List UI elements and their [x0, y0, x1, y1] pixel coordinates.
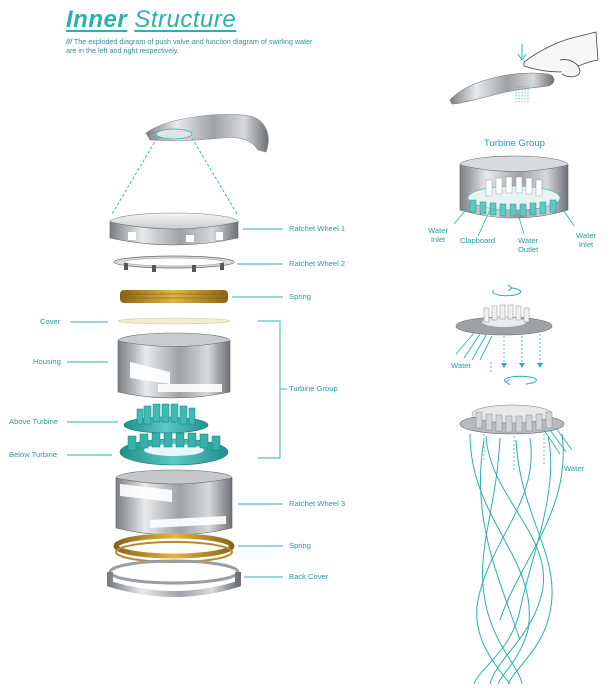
- ratchet-wheel-1: [110, 213, 238, 245]
- rotation-arrow-bottom: [504, 376, 536, 385]
- turbine-group-illustration: [454, 156, 574, 236]
- label-cover: Cover: [40, 317, 60, 326]
- leader-lines-right: [232, 229, 287, 577]
- water-dashed-down: [484, 434, 544, 470]
- label-clapboard: Clapboard: [460, 236, 495, 245]
- label-water-inlet-right: Water Inlet: [576, 231, 596, 249]
- label-above-turbine: Above Turbine: [9, 417, 58, 426]
- label-below-turbine: Below Turbine: [9, 450, 57, 459]
- hand-pressing-faucet: [450, 32, 598, 104]
- ratchet-wheel-2: [114, 256, 234, 272]
- cover-disc: [118, 318, 230, 324]
- projection-lines: [112, 138, 237, 214]
- above-turbine: [124, 404, 208, 433]
- rotation-arrow-top: [493, 285, 521, 296]
- label-housing: Housing: [33, 357, 61, 366]
- below-turbine: [120, 433, 228, 465]
- label-spring-2: Spring: [289, 541, 311, 550]
- faucet-part: [146, 115, 268, 152]
- label-spring-1: Spring: [289, 292, 311, 301]
- spring-2: [116, 536, 232, 562]
- label-turbine-group-right: Turbine Group: [484, 138, 545, 149]
- label-ratchet-wheel-2: Ratchet Wheel 2: [289, 259, 345, 268]
- label-water-upper: Water: [451, 361, 471, 370]
- back-cover: [110, 561, 238, 594]
- label-turbine-group: Turbine Group: [289, 384, 338, 393]
- ratchet-wheel-3: [116, 470, 232, 535]
- spring-1: [120, 290, 228, 303]
- label-water-lower: Water: [564, 464, 584, 473]
- label-ratchet-wheel-3: Ratchet Wheel 3: [289, 499, 345, 508]
- label-water-inlet-left: Water Inlet: [428, 226, 448, 244]
- label-water-outlet: Water Outlet: [518, 236, 538, 254]
- label-ratchet-wheel-1: Ratchet Wheel 1: [289, 224, 345, 233]
- leader-lines-left: [67, 322, 118, 455]
- housing: [118, 333, 230, 398]
- swirling-water-streams: [470, 434, 563, 684]
- label-back-cover: Back Cover: [289, 572, 328, 581]
